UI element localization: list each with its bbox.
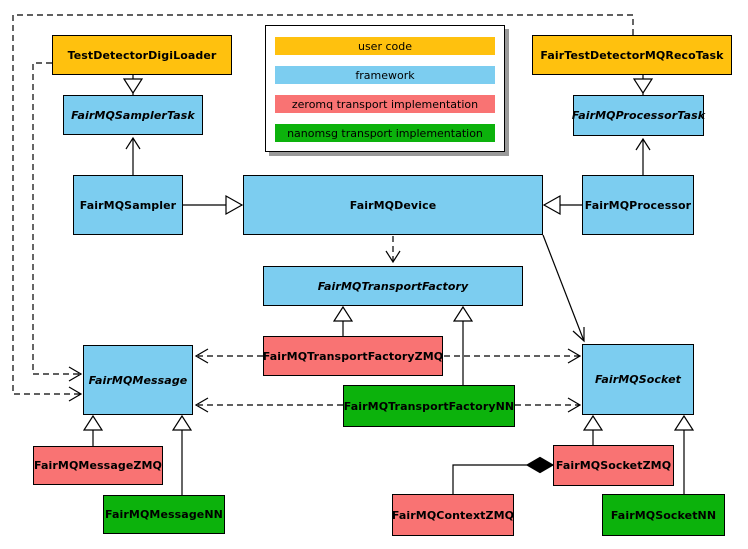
inheritance-triangle-up-message-nn [171, 414, 193, 431]
node-fairmqsocketnn: FairMQSocketNN [602, 494, 725, 536]
node-fairmqtransportfactory: FairMQTransportFactory [263, 266, 523, 306]
node-fairmqprocessortask: FairMQProcessorTask [572, 95, 705, 136]
edge-device-socket [542, 234, 585, 342]
legend-item-zeromq: zeromq transport implementation [275, 95, 495, 113]
node-fairmqprocessor: FairMQProcessor [582, 175, 694, 235]
node-fairmqdevice: FairMQDevice [243, 175, 543, 235]
inheritance-triangle-up-factory-zmq [332, 305, 354, 322]
vee-arrow-right-message-digiloader [68, 366, 83, 382]
legend-item-framework: framework [275, 66, 495, 84]
vee-arrow-right-socket-nn [567, 397, 582, 413]
legend-item-nanomsg: nanomsg transport implementation [275, 124, 495, 142]
node-fairmqmessage: FairMQMessage [83, 345, 193, 415]
node-fairmqcontextzmq: FairMQContextZMQ [392, 494, 514, 536]
node-fairmqmessagenn: FairMQMessageNN [103, 495, 225, 534]
inheritance-triangle-down-digiloader [122, 78, 144, 95]
inheritance-triangle-left-device [542, 194, 561, 216]
node-fairmqtransportfactorynn: FairMQTransportFactoryNN [343, 385, 515, 427]
node-fairmqsocket: FairMQSocket [582, 344, 694, 415]
vee-arrow-left-message-nn [194, 397, 209, 413]
vee-arrow-left-message-zmq [194, 348, 209, 364]
inheritance-triangle-up-socket-nn [673, 414, 695, 431]
node-fairmqsampler: FairMQSampler [73, 175, 183, 235]
inheritance-triangle-up-factory-nn [452, 305, 474, 322]
legend-box: user code framework zeromq transport imp… [265, 25, 505, 152]
node-testdetectordigiloader: TestDetectorDigiLoader [52, 35, 232, 75]
node-fairtestdetectormqrecotask: FairTestDetectorMQRecoTask [532, 35, 732, 75]
inheritance-triangle-up-socket-zmq [582, 414, 604, 431]
node-fairmqsocketzmq: FairMQSocketZMQ [553, 445, 674, 486]
node-fairmqmessagezmq: FairMQMessageZMQ [33, 446, 163, 485]
vee-arrow-diag-socket [572, 327, 585, 343]
inheritance-triangle-up-message-zmq [82, 414, 104, 431]
composition-diamond-socketzmq [525, 456, 555, 474]
vee-arrow-up-samplertask [125, 136, 141, 150]
edge-contextzmq-socketzmq [452, 464, 527, 494]
inheritance-triangle-right-device [225, 194, 244, 216]
inheritance-triangle-down-recotask [632, 78, 654, 95]
legend-item-user-code: user code [275, 37, 495, 55]
vee-arrow-right-message-recotask [68, 386, 83, 402]
vee-arrow-right-socket-zmq [567, 348, 582, 364]
vee-arrow-up-processortask [635, 137, 651, 151]
node-fairmqtransportfactoryzmq: FairMQTransportFactoryZMQ [263, 336, 443, 376]
node-fairmqsamplertask: FairMQSamplerTask [63, 95, 203, 135]
vee-arrow-down-transportfactory [385, 250, 401, 264]
